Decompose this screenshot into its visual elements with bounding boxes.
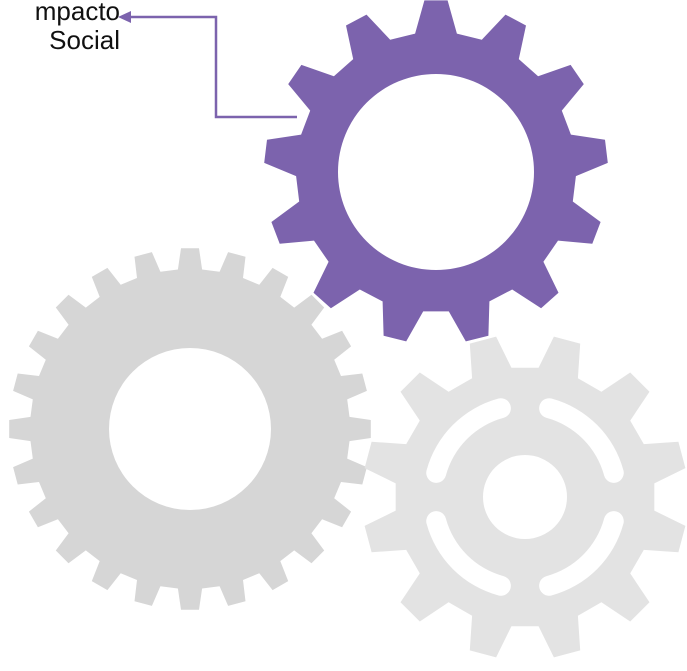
arrowhead-icon <box>118 11 131 23</box>
purple-gear <box>264 0 608 342</box>
light-gray-gear-slots <box>426 398 624 596</box>
impact-label: mpacto Social <box>0 0 120 55</box>
light-gray-gear <box>364 336 686 658</box>
connector-line <box>128 15 297 119</box>
large-gray-gear <box>9 248 371 610</box>
label-line-1: mpacto <box>34 0 120 26</box>
label-line-2: Social <box>49 25 120 55</box>
